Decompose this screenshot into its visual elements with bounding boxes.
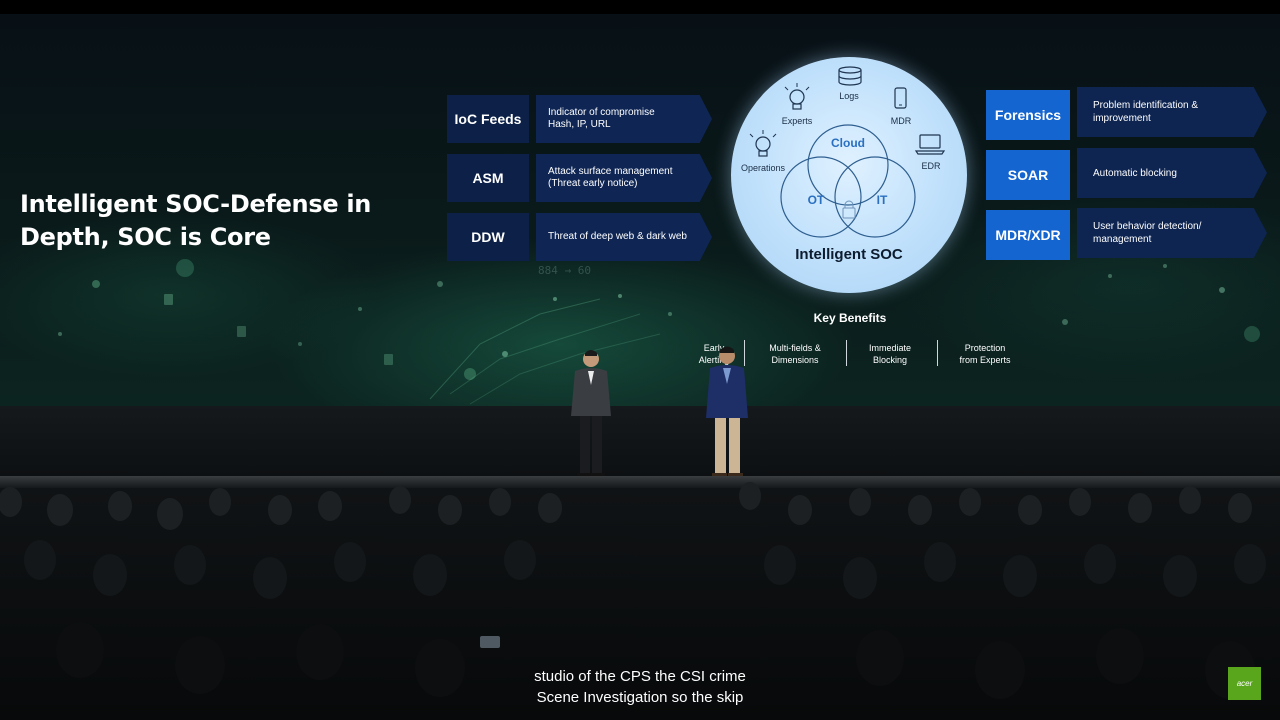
intelligent-soc-circle (731, 57, 967, 293)
ioc-feeds-desc: Indicator of compromise Hash, IP, URL (548, 107, 655, 130)
key-benefit-protection-experts: Protection from Experts (959, 343, 1011, 365)
lightbulb-brain-icon (784, 83, 810, 110)
lock-icon (842, 200, 856, 219)
forensics-desc-arrow: Problem identification & improvement (1077, 87, 1267, 137)
acer-logo-text: acer (1236, 679, 1253, 688)
audience-silhouettes (0, 482, 1266, 699)
stage-back-wall (0, 406, 1280, 476)
soar-label: SOAR (1007, 167, 1049, 183)
bokeh-particles (58, 259, 1260, 405)
letterbox-bar (0, 0, 1280, 14)
venn-label-ot: OT (807, 193, 825, 207)
intelligent-soc-title: Intelligent SOC (795, 246, 903, 263)
soar-desc-arrow: Automatic blocking (1077, 148, 1267, 198)
mdr-xdr-label: MDR/XDR (995, 227, 1061, 243)
video-subtitle: studio of the CPS the CSI crime Scene In… (534, 668, 746, 706)
forensics-box: Forensics (986, 90, 1070, 140)
gear-bulb-icon (749, 130, 777, 157)
laptop-icon (914, 134, 946, 155)
asm-label: ASM (472, 170, 504, 186)
acer-logo: acer (1228, 667, 1261, 700)
presenter-left (571, 350, 611, 478)
ioc-feeds-label: IoC Feeds (454, 111, 522, 127)
mobile-phone-icon (894, 87, 907, 109)
venn-label-cloud: Cloud (831, 136, 865, 150)
key-benefits-title: Key Benefits (813, 311, 887, 325)
source-label-operations: Operations (740, 163, 786, 173)
forensics-desc: Problem identification & improvement (1093, 100, 1199, 124)
stage-edge (0, 476, 1280, 488)
mdr-xdr-desc: User behavior detection/ management (1093, 221, 1202, 245)
phone-screen-glow (480, 636, 500, 648)
key-benefits-divider (937, 340, 938, 366)
key-benefits-divider (846, 340, 847, 366)
presenter-right (706, 346, 748, 478)
database-icon (838, 66, 862, 86)
mdr-xdr-desc-arrow: User behavior detection/ management (1077, 208, 1267, 258)
ddw-label: DDW (471, 229, 505, 245)
key-benefits-divider (744, 340, 745, 366)
soar-box: SOAR (986, 150, 1070, 200)
ddw-desc-arrow: Threat of deep web & dark web (536, 213, 712, 261)
key-benefit-immediate-blocking: Immediate Blocking (868, 343, 912, 365)
background-code-text: 884 → 60 (538, 264, 591, 277)
asm-desc-arrow: Attack surface management (Threat early … (536, 154, 712, 202)
source-label-logs: Logs (839, 91, 859, 101)
source-label-experts: Experts (781, 116, 813, 126)
ioc-feeds-box: IoC Feeds (447, 95, 529, 143)
slide-title: Intelligent SOC-Defense in Depth, SOC is… (20, 190, 372, 251)
asm-box: ASM (447, 154, 529, 202)
key-benefit-multi-fields: Multi-fields & Dimensions (769, 343, 821, 365)
venn-label-it: IT (876, 193, 888, 207)
asm-desc: Attack surface management (Threat early … (548, 166, 673, 189)
key-benefit-early-alerting: Early Alerting (698, 343, 730, 365)
mdr-xdr-box: MDR/XDR (986, 210, 1070, 260)
ddw-desc: Threat of deep web & dark web (548, 231, 687, 242)
forensics-label: Forensics (994, 107, 1062, 123)
ioc-feeds-desc-arrow: Indicator of compromise Hash, IP, URL (536, 95, 712, 143)
ddw-box: DDW (447, 213, 529, 261)
soar-desc: Automatic blocking (1093, 167, 1177, 179)
source-label-edr: EDR (921, 161, 941, 171)
soc-venn-diagram (749, 66, 946, 238)
source-label-mdr: MDR (890, 116, 912, 126)
